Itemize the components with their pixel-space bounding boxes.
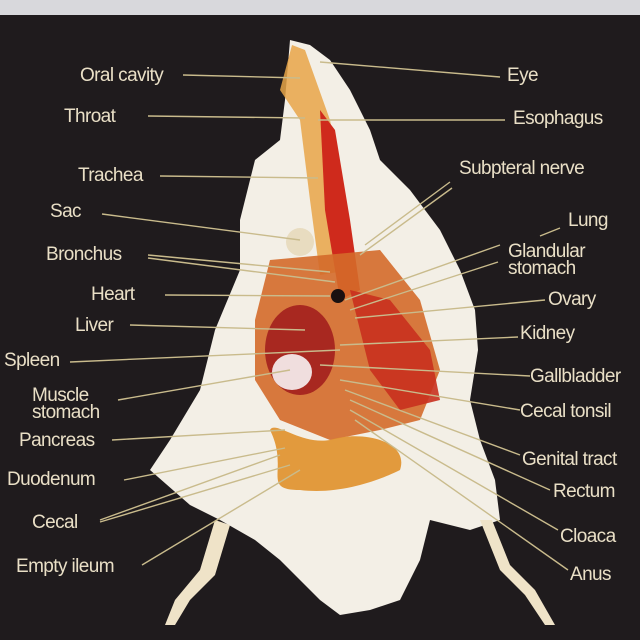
label-anus: Anus — [570, 564, 612, 585]
label-cecal: Cecal — [32, 512, 78, 533]
label-cloaca: Cloaca — [560, 526, 616, 547]
label-spleen: Spleen — [4, 350, 60, 371]
label-duodenum: Duodenum — [7, 469, 96, 490]
label-bronchus: Bronchus — [46, 244, 122, 265]
label-trachea: Trachea — [78, 165, 143, 186]
sac-organ — [286, 228, 314, 256]
label-genital-tract: Genital tract — [522, 449, 617, 470]
label-sac: Sac — [50, 201, 82, 222]
chicken-leg-left — [165, 520, 230, 625]
kidney-organ — [350, 290, 440, 410]
chicken-leg-right — [480, 520, 555, 625]
label-heart: Heart — [91, 284, 135, 305]
label-esophagus: Esophagus — [513, 108, 603, 129]
label-kidney: Kidney — [520, 323, 575, 344]
label-rectum: Rectum — [553, 481, 615, 502]
esophagus-organ — [320, 110, 360, 300]
heart-organ — [331, 289, 345, 303]
label-muscle-stomach: Muscle stomach — [32, 385, 100, 423]
label-gallbladder: Gallbladder — [530, 366, 621, 387]
label-cecal-tonsil: Cecal tonsil — [520, 401, 612, 422]
chicken-illustration — [69, 40, 569, 625]
label-subpteral-nerve: Subpteral nerve — [459, 158, 585, 179]
label-throat: Throat — [64, 106, 116, 127]
label-pancreas: Pancreas — [19, 430, 95, 451]
leader-lines — [69, 61, 569, 571]
label-empty-ileum: Empty ileum — [16, 556, 115, 577]
label-eye: Eye — [507, 65, 539, 86]
label-ovary: Ovary — [548, 289, 596, 310]
gizzard-organ — [272, 354, 312, 390]
label-liver: Liver — [75, 315, 114, 336]
label-glandular-stomach: Glandular stomach — [508, 241, 586, 279]
label-lung: Lung — [568, 210, 608, 231]
label-oral-cavity: Oral cavity — [80, 65, 164, 86]
intestines — [270, 427, 402, 491]
diagram-canvas: Oral cavity Throat Trachea Sac Bronchus … — [0, 15, 640, 640]
